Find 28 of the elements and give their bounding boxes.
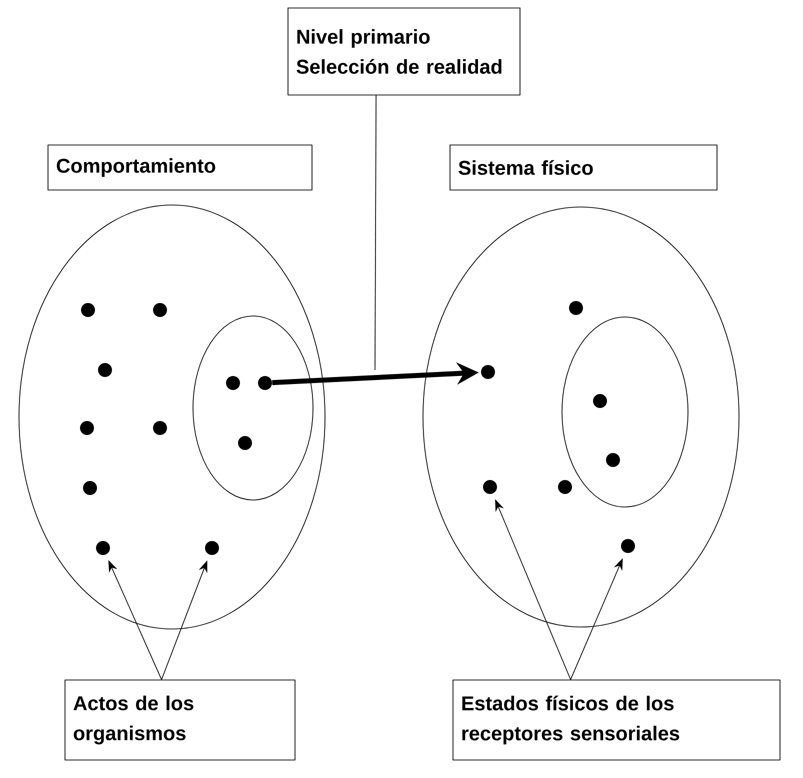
ellipse: [562, 316, 688, 508]
text-box: Actos de los organismos: [64, 680, 296, 760]
text-box: Estados físicos de los receptores sensoriales: [452, 680, 780, 760]
dot: [83, 481, 97, 495]
dot: [483, 480, 497, 494]
dot: [481, 365, 495, 379]
text-box: Sistema físico: [450, 144, 718, 190]
dot: [569, 301, 583, 315]
dot: [606, 453, 620, 467]
ellipse: [192, 316, 314, 500]
text-box: Nivel primario Selección de realidad: [288, 8, 520, 96]
dot: [558, 480, 572, 494]
dot: [205, 541, 219, 555]
dot: [621, 539, 635, 553]
dot: [153, 303, 167, 317]
dot: [238, 436, 252, 450]
dot: [80, 421, 94, 435]
dot: [98, 363, 112, 377]
ellipse: [422, 206, 740, 628]
dot: [258, 376, 272, 390]
dot: [153, 421, 167, 435]
ellipse: [18, 204, 326, 630]
text-box: Comportamiento: [48, 144, 312, 190]
dot: [593, 394, 607, 408]
leader-line: [374, 95, 376, 370]
dot: [226, 376, 240, 390]
dot: [96, 541, 110, 555]
dot: [81, 303, 95, 317]
